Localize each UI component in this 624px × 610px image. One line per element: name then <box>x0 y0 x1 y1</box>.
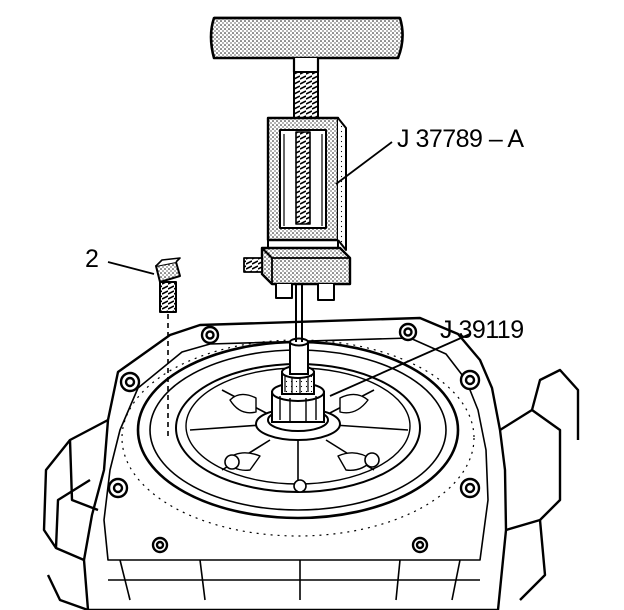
puller-tool-icon <box>209 16 404 342</box>
callout-adapter-tool: J 39119 <box>440 316 524 344</box>
leader-adapter <box>329 333 471 397</box>
leader-puller <box>335 141 393 185</box>
callout-bolt-number: 2 <box>85 245 99 273</box>
leader-lines <box>107 141 471 397</box>
adapter-tool-j39119 <box>255 337 341 441</box>
leader-bolt <box>107 261 155 275</box>
callout-puller-tool: J 37789 – A <box>397 125 524 153</box>
bolt-icon <box>155 257 181 440</box>
